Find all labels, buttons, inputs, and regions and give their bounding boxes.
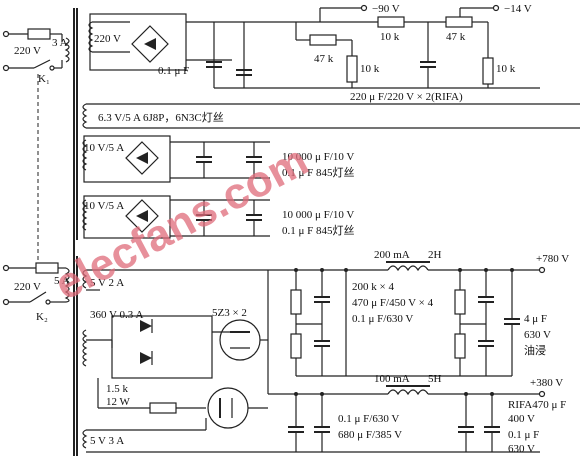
tube-5z3 (212, 319, 268, 361)
terminal-neg90[interactable] (360, 4, 368, 12)
out-780-label: +780 V (536, 253, 569, 265)
choke-5h-label: 5H (428, 373, 442, 385)
winding-10v-b-label: 10 V/5 A (84, 200, 124, 212)
tube-2 (207, 387, 249, 429)
res-10k-top-label: 10 k (380, 31, 400, 43)
winding-5v3a (82, 418, 207, 453)
bridge-input-label: 220 V (94, 33, 121, 45)
bottom-mains-input (2, 256, 78, 456)
k1-label: K₁ (38, 73, 50, 85)
choke-200ma (387, 265, 429, 272)
rifa400-label: 400 V (508, 413, 535, 425)
cap-10000-a-label: 10 000 μ F/10 V (282, 151, 354, 163)
cap-680-label: 680 μ F/385 V (338, 429, 402, 441)
neg14-label: −14 V (504, 3, 532, 15)
choke-100ma-label: 100 mA (374, 373, 410, 385)
res-200k-note: 200 k × 4 (352, 281, 394, 293)
tube-5z3-label: 5Z3 × 2 (212, 307, 247, 319)
rail-380v-rectifier (97, 350, 546, 453)
rifa470-label: RIFA470 μ F (508, 399, 566, 411)
cap-470-note: 470 μ F/450 V × 4 (352, 297, 434, 309)
res-47k-left-label: 47 k (314, 53, 334, 65)
terminal-380v[interactable] (538, 390, 546, 398)
cap-01-630-label: 0.1 μ F/630 V (338, 413, 399, 425)
choke-100ma (387, 389, 429, 396)
cap-oil-label: 油浸 (524, 343, 546, 357)
winding-360v-label: 360 V 0.3 A (90, 309, 143, 321)
winding-10v-a-label: 10 V/5 A (84, 142, 124, 154)
top-mains-input (2, 28, 63, 72)
pot-47k-left[interactable] (309, 34, 337, 46)
cap-10000-b-label: 10 000 μ F/10 V (282, 209, 354, 221)
res-15k-label: 1.5 k (106, 383, 129, 395)
terminal-neg14[interactable] (492, 4, 500, 12)
neg90-label: −90 V (372, 3, 400, 15)
choke-200ma-label: 200 mA (374, 249, 410, 261)
winding-5v2a (82, 269, 269, 350)
watermark: elecfans.com (47, 136, 316, 310)
winding-5v2a-label: 5 V 2 A (90, 277, 124, 289)
cap-4uf-label: 4 μ F (524, 313, 547, 325)
heater-10v-a (82, 135, 270, 183)
mains-top-label: 220 V (14, 45, 41, 57)
terminal-780v[interactable] (538, 266, 546, 274)
heater-10v-b (82, 195, 270, 239)
resistor-1k5 (149, 402, 177, 414)
fuse-top-label: 3 A (52, 37, 68, 49)
pot-47k[interactable] (445, 16, 473, 28)
top-bridge-section (88, 13, 540, 89)
top-bias-network (295, 4, 500, 88)
heater-63-label: 6.3 V/5 A 6J8P，6N3C灯丝 (98, 111, 224, 124)
resistor-10k-mid (346, 55, 358, 83)
pot-47k-label: 47 k (446, 31, 466, 43)
winding-5v3a-label: 5 V 3 A (90, 435, 124, 447)
cap-01-b-label: 0.1 μ F 845灯丝 (282, 224, 355, 237)
out-380-label: +380 V (530, 377, 563, 389)
res-12w-label: 12 W (106, 396, 131, 408)
k2-label: K₂ (36, 311, 48, 323)
resistor-10k-right (482, 57, 494, 85)
rifa-cap-note: 220 μ F/220 V × 2(RIFA) (350, 91, 463, 103)
fuse-top (27, 28, 51, 40)
rail-780v (268, 261, 546, 377)
bridge-rectifier-top (131, 25, 169, 63)
transformer-1 (37, 8, 78, 456)
res-10k-right-label: 10 k (496, 63, 516, 75)
choke-2h-label: 2H (428, 249, 442, 261)
filter-cap-label: 0.1 μ F (158, 65, 189, 77)
heater-winding-6v3 (82, 103, 580, 129)
res-10k-mid-label: 10 k (360, 63, 380, 75)
cap-01-a-label: 0.1 μ F 845灯丝 (282, 166, 355, 179)
hv-winding-360v (82, 315, 213, 379)
switch-k1 (33, 59, 51, 69)
cap-01-630-note: 0.1 μ F/630 V (352, 313, 413, 325)
rifa01-label: 0.1 μ F (508, 429, 539, 441)
rifa630-label: 630 V (508, 443, 535, 455)
mains-bottom-label: 220 V (14, 281, 41, 293)
resistor-10k-top (377, 16, 405, 28)
fuse-bottom-label: 5 A (54, 275, 70, 287)
cap-4uf-volt: 630 V (524, 329, 551, 341)
switch-k2 (29, 291, 47, 303)
